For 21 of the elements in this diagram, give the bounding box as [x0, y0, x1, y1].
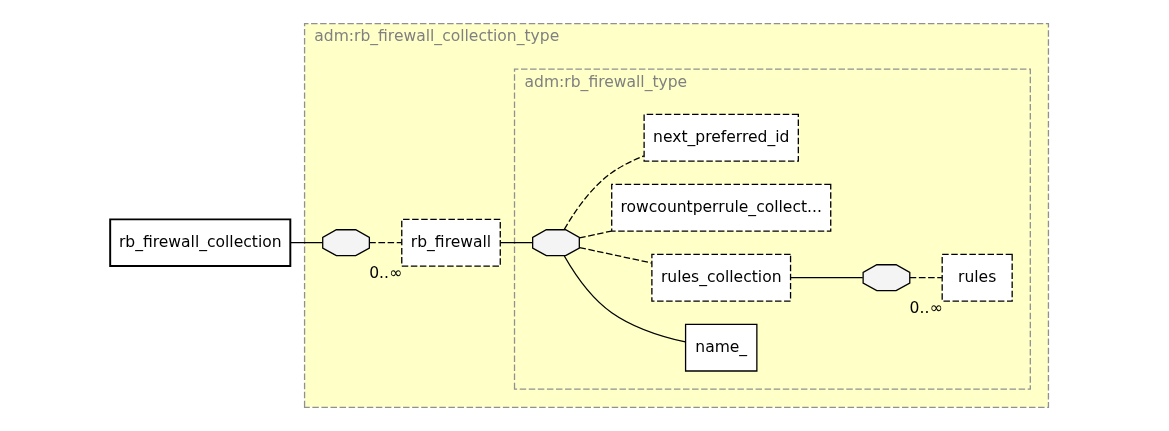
node-octagon [862, 264, 911, 292]
connector [499, 242, 534, 244]
node-box: rb_firewall [401, 218, 501, 267]
connector [578, 246, 653, 264]
connector [563, 155, 645, 231]
node-box: rb_firewall_collection [109, 218, 292, 267]
connector [909, 277, 943, 279]
node-octagon [532, 229, 580, 257]
node-label: 0..∞ [369, 264, 402, 283]
node-box: name_ [684, 323, 758, 372]
connector [289, 242, 324, 244]
node-box: next_preferred_id [643, 113, 799, 162]
node-box: rowcountperrule_collect... [611, 183, 832, 232]
connector [790, 277, 864, 279]
connector [368, 242, 403, 244]
node-box: rules_collection [651, 253, 792, 302]
connector [578, 230, 613, 239]
node-box: rules [941, 253, 1013, 302]
connector [563, 255, 687, 343]
node-label: 0..∞ [909, 299, 943, 318]
node-octagon [322, 229, 370, 257]
